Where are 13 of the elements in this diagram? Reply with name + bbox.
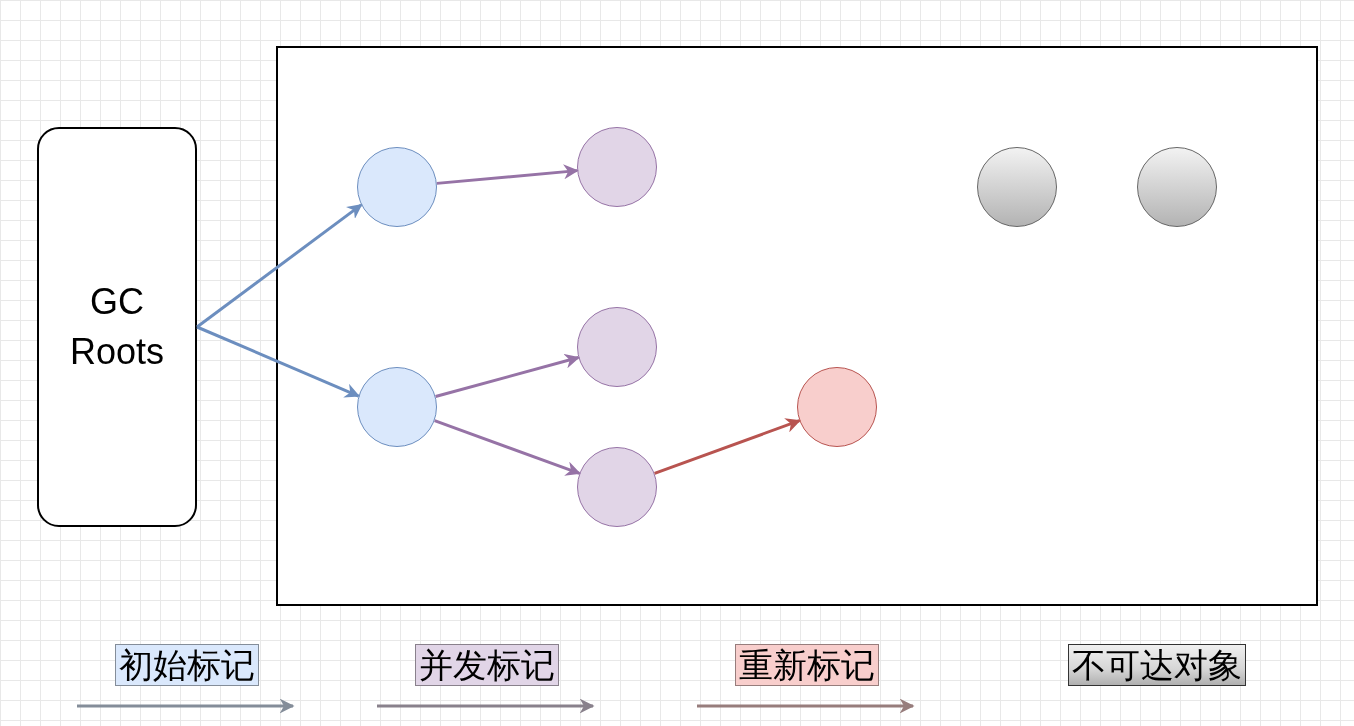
arrow <box>196 325 360 398</box>
legend-label: 初始标记 <box>115 644 259 686</box>
legend-label: 重新标记 <box>735 644 879 686</box>
arrow <box>435 353 580 398</box>
legend-label: 不可达对象 <box>1068 644 1246 686</box>
arrow <box>196 203 363 329</box>
legend-label: 并发标记 <box>415 644 559 686</box>
heap-area-frame <box>276 46 1318 606</box>
arrow <box>434 419 581 476</box>
gc-roots-box <box>37 127 197 527</box>
node-label: GC Roots <box>68 279 165 374</box>
arrow <box>654 418 801 475</box>
arrow <box>436 164 579 185</box>
